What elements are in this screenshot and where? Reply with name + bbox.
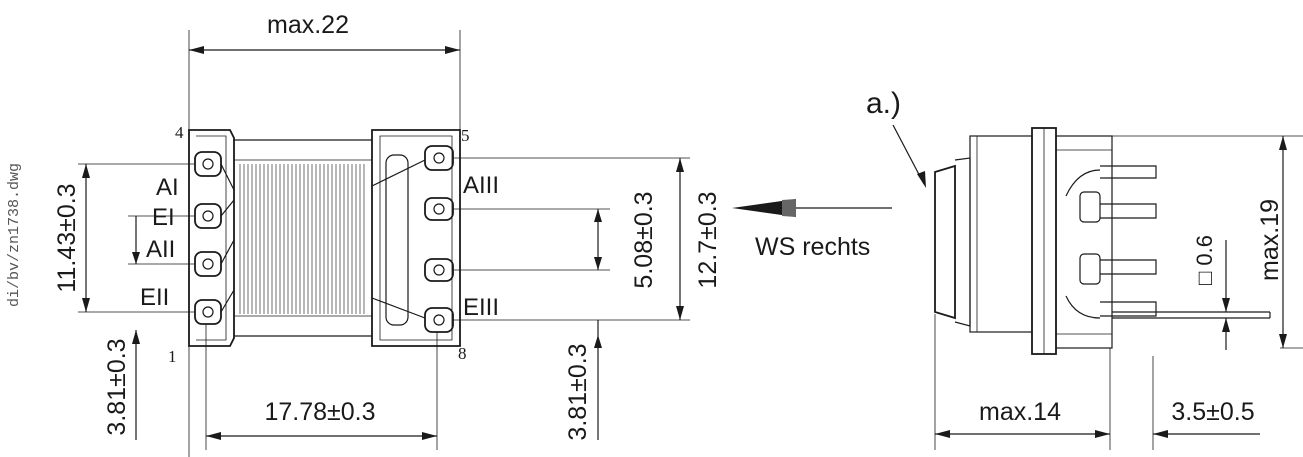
left-terminals (194, 151, 235, 325)
winding-label-eii: EII (140, 284, 169, 311)
pin-number-5: 5 (461, 126, 470, 145)
view-direction-label: WS rechts (755, 233, 870, 261)
dim-3-81-right: 3.81±0.3 (564, 343, 592, 440)
view-direction: WS rechts (732, 199, 892, 261)
dim-12-7: 12.7±0.3 (694, 191, 722, 288)
right-terminals (371, 145, 454, 333)
dim-5-08: 5.08±0.3 (630, 191, 658, 288)
side-view: a.) max.19 (866, 87, 1303, 450)
winding-coil (239, 164, 365, 314)
pin-number-8: 8 (458, 344, 467, 363)
winding-label-aii: AII (146, 236, 175, 263)
view-marker: a.) (866, 87, 901, 120)
dim-max-14: max.14 (979, 398, 1061, 426)
dim-3-5: 3.5±0.5 (1171, 398, 1254, 426)
winding-label-ai: AI (156, 174, 179, 201)
dim-11-43: 11.43±0.3 (53, 183, 81, 292)
dim-max-19: max.19 (1256, 199, 1284, 281)
winding-label-eiii: EIII (463, 294, 499, 321)
pin-number-1: 1 (168, 347, 177, 366)
dim-3-81-left: 3.81±0.3 (103, 338, 131, 435)
dim-max-22: max.22 (267, 11, 349, 39)
file-reference: di/bv/zn1738.dwg (6, 163, 23, 307)
winding-label-aiii: AIII (463, 172, 499, 199)
winding-label-ei: EI (152, 204, 175, 231)
dim-square-0-6: □ 0.6 (1192, 235, 1217, 285)
top-view: max.22 (53, 11, 722, 457)
pin-number-4: 4 (175, 123, 184, 142)
dim-17-78: 17.78±0.3 (264, 398, 375, 426)
